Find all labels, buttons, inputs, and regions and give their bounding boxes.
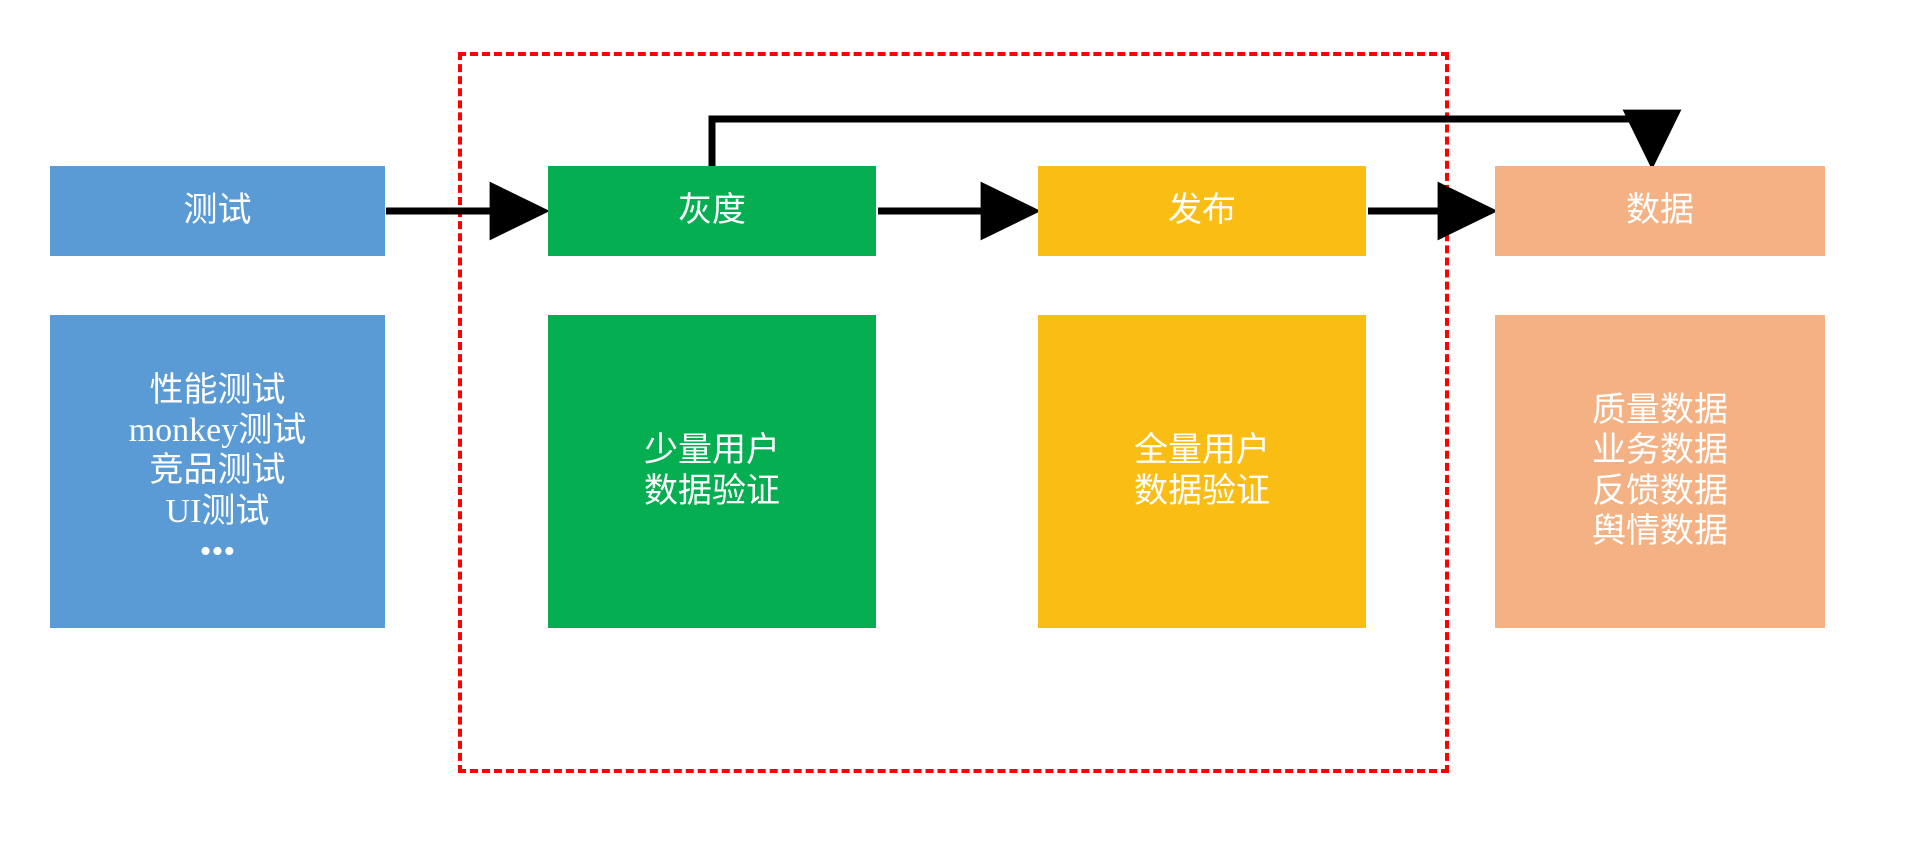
arrow-gray-to-data-elbow: [708, 109, 1682, 170]
stage-header-release[interactable]: 发布: [1038, 166, 1366, 256]
stage-detail-release[interactable]: 全量用户 数据验证: [1038, 315, 1366, 628]
stage-detail-data[interactable]: 质量数据 业务数据 反馈数据 舆情数据: [1495, 315, 1825, 628]
stage-detail-gray-release[interactable]: 少量用户 数据验证: [548, 315, 876, 628]
stage-header-gray-release[interactable]: 灰度: [548, 166, 876, 256]
stage-header-data[interactable]: 数据: [1495, 166, 1825, 256]
stage-header-test[interactable]: 测试: [50, 166, 385, 256]
stage-detail-test[interactable]: 性能测试 monkey测试 竞品测试 UI测试 •••: [50, 315, 385, 628]
